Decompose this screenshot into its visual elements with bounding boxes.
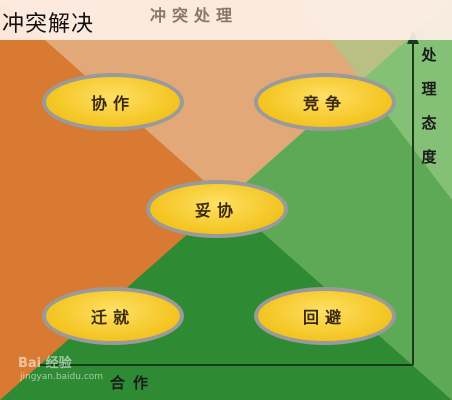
avoid-ellipse: 回避 [254,287,396,345]
bottom-green-region [0,200,452,400]
header-bar [0,0,452,40]
watermark-logo: Bai 经验 [18,356,72,371]
watermark-url: jingyan.baidu.com [20,372,104,382]
y-axis-label-1: 处 [421,46,437,64]
compromise-ellipse: 妥协 [146,180,288,238]
y-axis-label-2: 理 [421,80,437,98]
y-axis-label-3: 态 [421,114,437,132]
y-axis-label-4: 度 [421,148,437,166]
page-title: 冲突解决 [2,12,95,37]
top-axis-caption: 冲突处理 [150,6,239,25]
compete-ellipse: 竞争 [254,73,396,131]
x-axis-label: 合作 [110,374,157,392]
collaborate-ellipse: 协作 [42,73,184,131]
accommodate-ellipse: 迁就 [42,287,184,345]
